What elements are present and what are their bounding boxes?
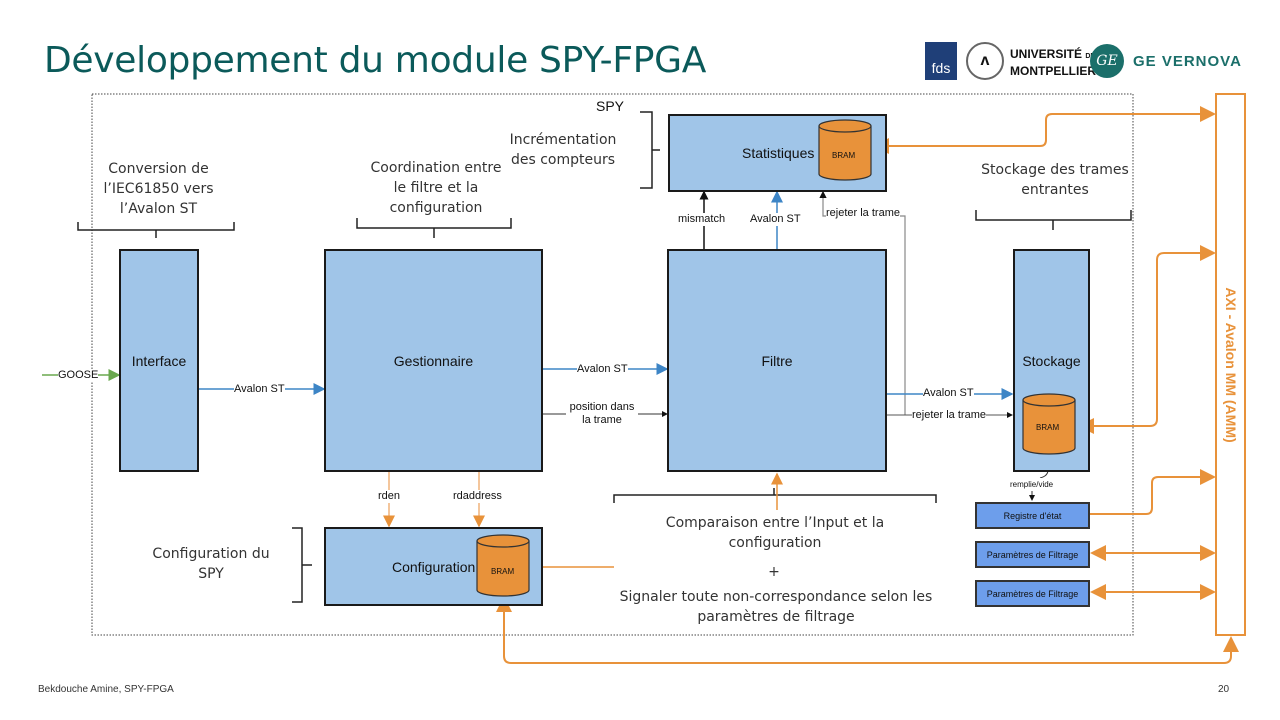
block-interface-label: Interface [131, 352, 187, 369]
link-registre-axi [1090, 469, 1216, 515]
signal-rejeter-stock: rejeter la trame [912, 409, 986, 422]
fds-logo: fds [925, 42, 957, 80]
block-parametres-filtrage-2[interactable]: Paramètres de Filtrage [975, 580, 1090, 607]
signal-goose: GOOSE [58, 369, 99, 382]
signal-position: position dans la trame [566, 401, 638, 427]
signal-remplie-vide: remplie/vide [1010, 478, 1054, 491]
block-gestionnaire[interactable]: Gestionnaire [324, 249, 543, 472]
block-stockage-label: Stockage [1022, 352, 1081, 369]
bracket-filtre [613, 488, 937, 503]
signal-rdaddress: rdaddress [453, 490, 502, 503]
signal-avalon-filtre-stat: Avalon ST [750, 213, 801, 226]
link-stock-axi [1078, 245, 1216, 434]
page-number: 20 [1218, 684, 1230, 695]
fds-logo-text: fds [931, 60, 951, 76]
ge-monogram-icon: GE [1090, 44, 1124, 78]
bram-configuration-label: BRAM [491, 567, 515, 576]
note-stockage: Stockage des trames entrantes [981, 162, 1129, 198]
note-interface: Conversion de l’IEC61850 vers l’Avalon S… [103, 161, 214, 217]
param1-label: Paramètres de Filtrage [986, 549, 1079, 560]
note-gestionnaire: Coordination entre le filtre et la confi… [370, 160, 502, 216]
um-line1: UNIVERSITÉ [1010, 47, 1083, 61]
block-filtre[interactable]: Filtre [667, 249, 887, 472]
bracket-interface [77, 222, 235, 238]
block-configuration-label: Configuration [392, 558, 476, 575]
ge-vernova-logo: GE VERNOVA [1133, 53, 1242, 70]
bram-stockage-label: BRAM [1036, 423, 1060, 432]
link-config-axi [496, 596, 1239, 664]
axi-bus-label: AXI - Avalon MM (AMM) [1223, 287, 1239, 443]
spy-label: SPY [596, 98, 625, 114]
block-registre-etat[interactable]: Registre d'état [975, 502, 1090, 529]
signal-avalon-filtre-stock: Avalon ST [923, 387, 974, 400]
signal-mismatch: mismatch [678, 213, 726, 226]
block-filtre-label: Filtre [761, 352, 793, 369]
block-parametres-filtrage-1[interactable]: Paramètres de Filtrage [975, 541, 1090, 568]
block-gestionnaire-label: Gestionnaire [393, 352, 474, 369]
note-filtre-2: Signaler toute non-correspondance selon … [619, 589, 933, 625]
link-stat-axi [873, 106, 1216, 154]
um-line2: MONTPELLIER [1010, 64, 1096, 78]
note-statistiques: Incrémentation des compteurs [509, 132, 617, 168]
block-interface[interactable]: Interface [119, 249, 199, 472]
note-filtre-1: Comparaison entre l’Input et la configur… [665, 515, 885, 551]
signal-avalon-gest-filtre: Avalon ST [577, 363, 628, 376]
ge-mark: GE [1096, 53, 1118, 69]
um-logo-seal: ʌ [966, 42, 1004, 80]
bracket-stockage [975, 210, 1132, 230]
bracket-configuration [292, 527, 312, 603]
bracket-statistiques [640, 111, 660, 189]
block-statistiques-label: Statistiques [742, 145, 815, 161]
note-configuration: Configuration du SPY [152, 546, 270, 582]
block-stockage[interactable]: Stockage [1013, 249, 1090, 472]
signal-rden: rden [378, 490, 401, 503]
signal-rejeter-stat: rejeter la trame [826, 207, 900, 220]
footer-author: Bekdouche Amine, SPY-FPGA [38, 684, 174, 695]
slide-title: Développement du module SPY-FPGA [44, 40, 707, 81]
param2-label: Paramètres de Filtrage [986, 588, 1079, 599]
bracket-gestionnaire [356, 218, 512, 238]
bram-statistiques-label: BRAM [832, 151, 856, 160]
registre-label: Registre d'état [1003, 510, 1062, 521]
note-filtre-plus: + [768, 564, 780, 580]
axi-bus-border [1215, 93, 1246, 636]
signal-avalon-if-gest: Avalon ST [234, 383, 285, 396]
